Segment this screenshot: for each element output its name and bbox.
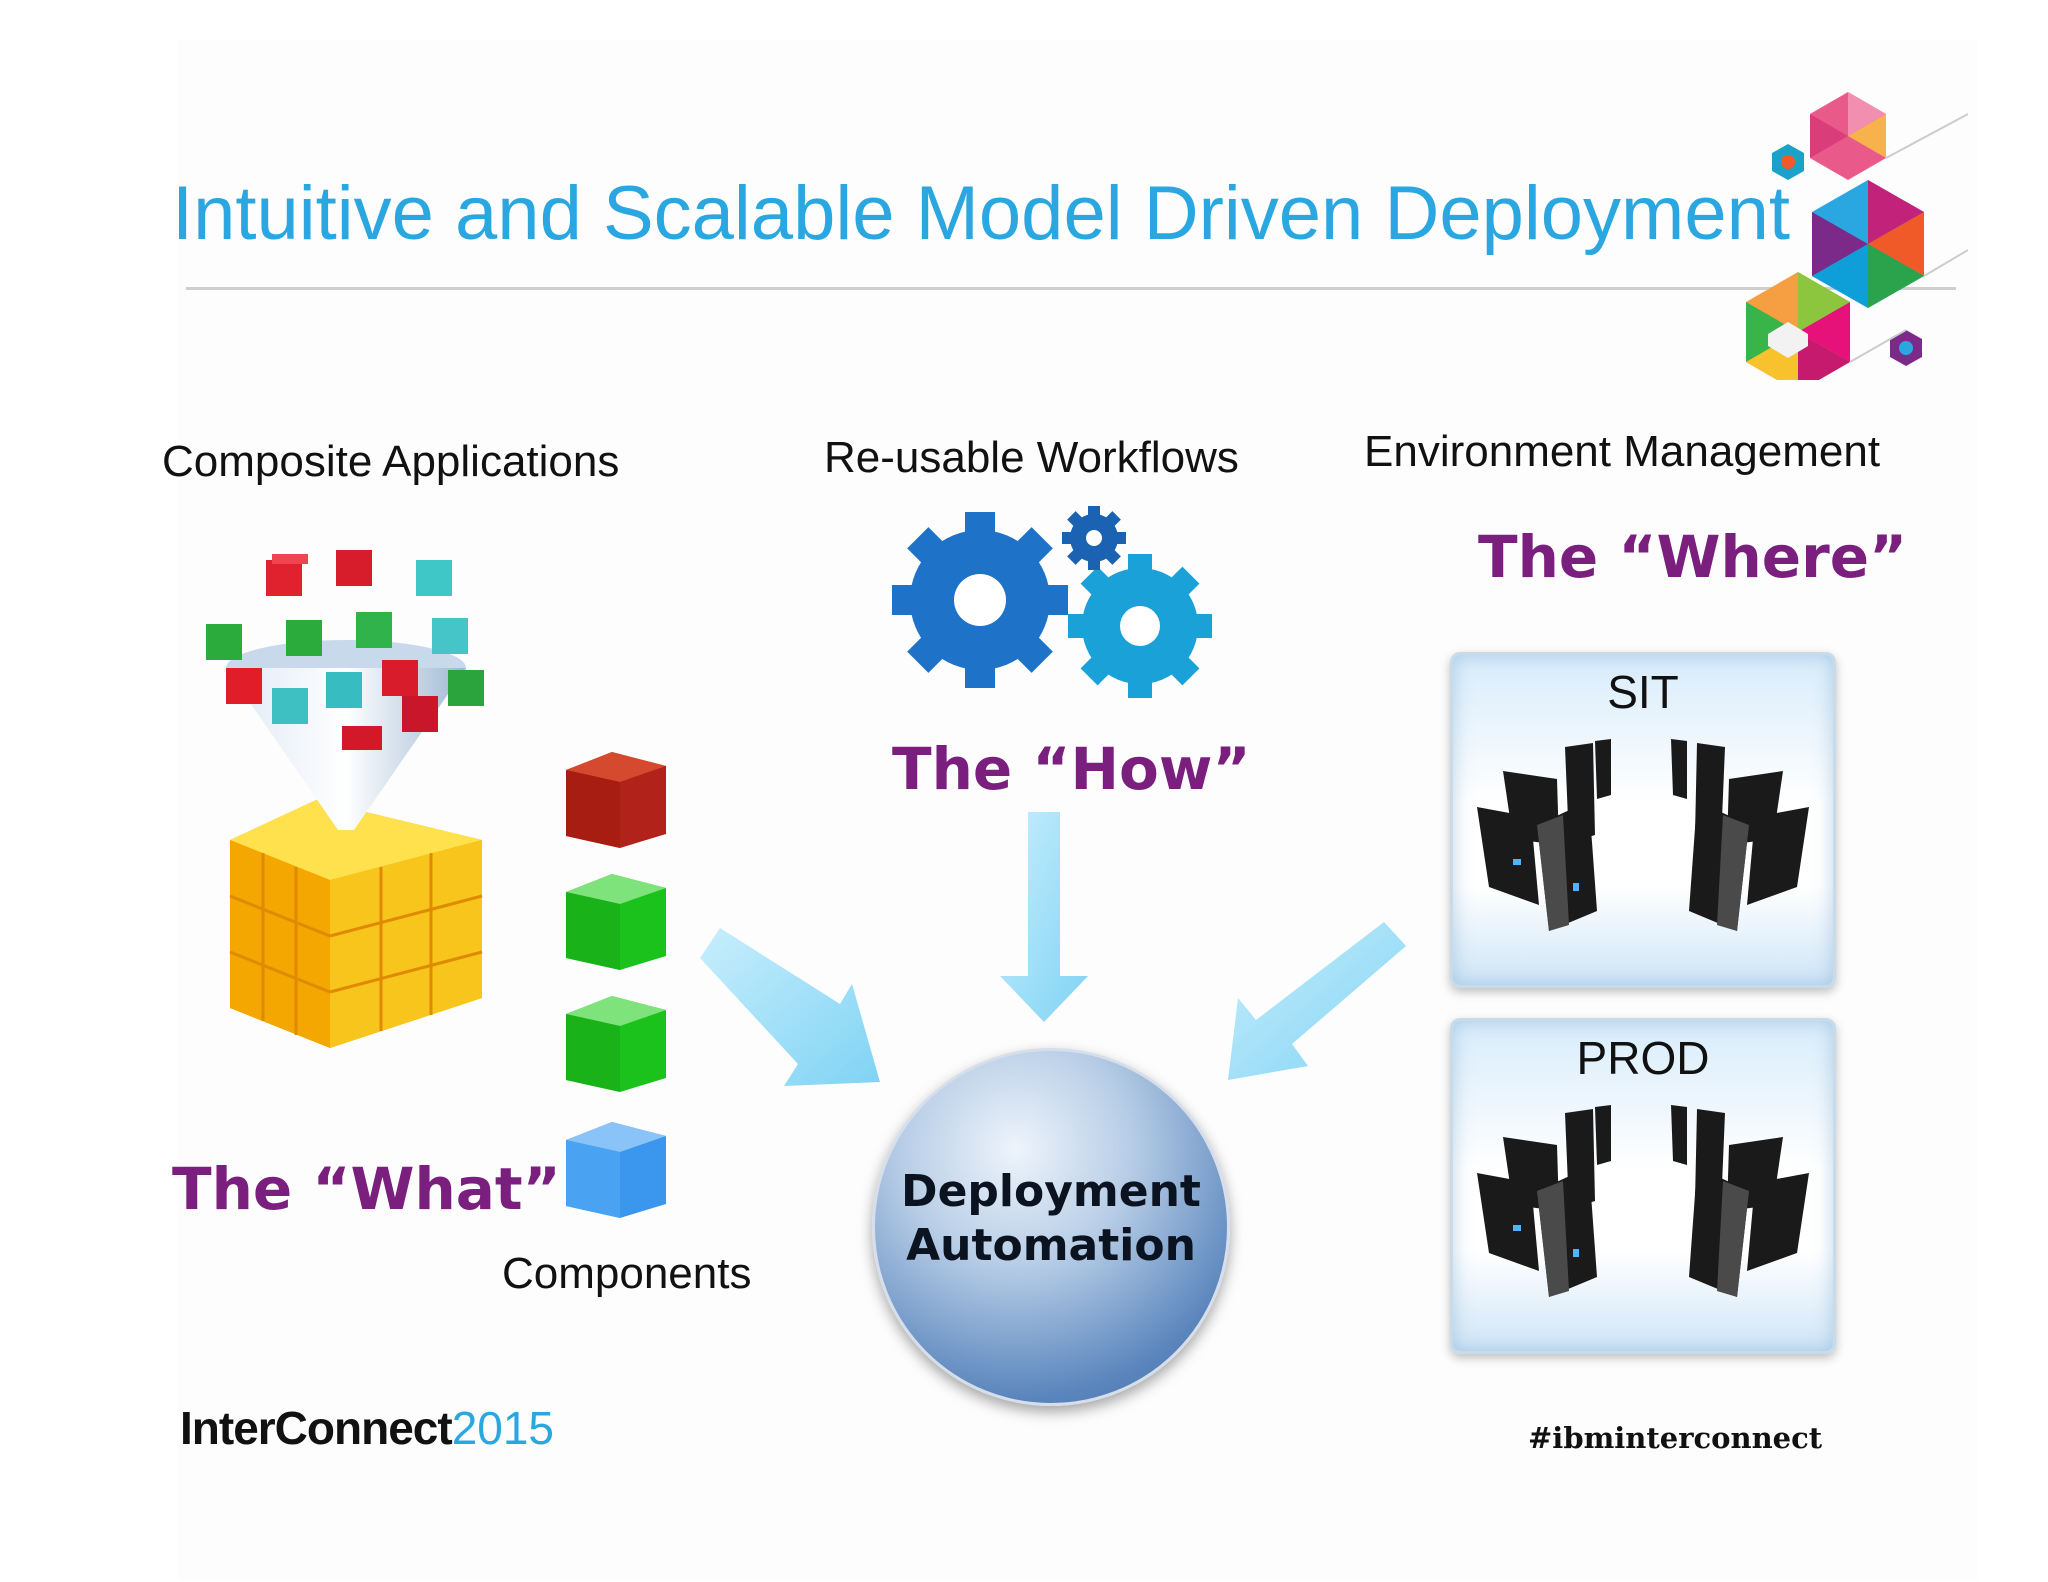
slide-title: Intuitive and Scalable Model Driven Depl… bbox=[172, 171, 1790, 256]
arrow-from-environments bbox=[1228, 922, 1406, 1080]
interconnect-logo: InterConnect2015 bbox=[180, 1405, 554, 1451]
arrow-from-workflows bbox=[1000, 812, 1088, 1022]
composite-applications-label: Composite Applications bbox=[162, 437, 620, 486]
environment-box-prod: PROD bbox=[1450, 1018, 1836, 1354]
the-how-tag: The “How” bbox=[892, 735, 1251, 803]
server-rack-icon bbox=[1477, 1105, 1809, 1297]
environment-label-sit: SIT bbox=[1607, 666, 1679, 718]
the-what-tag: The “What” bbox=[172, 1155, 561, 1223]
deployment-automation-line2: Automation bbox=[906, 1220, 1196, 1271]
deployment-automation-line1: Deployment bbox=[901, 1166, 1201, 1217]
brand-name: InterConnect bbox=[180, 1402, 453, 1454]
component-cubes-graphic bbox=[566, 752, 666, 1218]
components-label: Components bbox=[502, 1249, 752, 1298]
reusable-workflows-label: Re-usable Workflows bbox=[824, 433, 1239, 482]
hashtag: #ibminterconnect bbox=[1528, 1421, 1823, 1455]
server-rack-icon bbox=[1477, 739, 1809, 931]
environment-box-sit: SIT bbox=[1450, 652, 1836, 988]
environment-management-label: Environment Management bbox=[1364, 427, 1881, 476]
the-where-tag: The “Where” bbox=[1478, 523, 1908, 591]
environment-label-prod: PROD bbox=[1576, 1032, 1710, 1084]
title-divider bbox=[186, 287, 1956, 290]
brand-year: 2015 bbox=[451, 1402, 555, 1454]
gears-icon bbox=[892, 506, 1212, 698]
hexagon-logo-graphic bbox=[1746, 92, 1968, 380]
flow-arrows bbox=[700, 812, 1406, 1086]
deployment-automation-node: Deployment Automation bbox=[872, 1048, 1230, 1406]
arrow-from-components bbox=[700, 928, 880, 1086]
composite-application-graphic bbox=[206, 550, 484, 1048]
